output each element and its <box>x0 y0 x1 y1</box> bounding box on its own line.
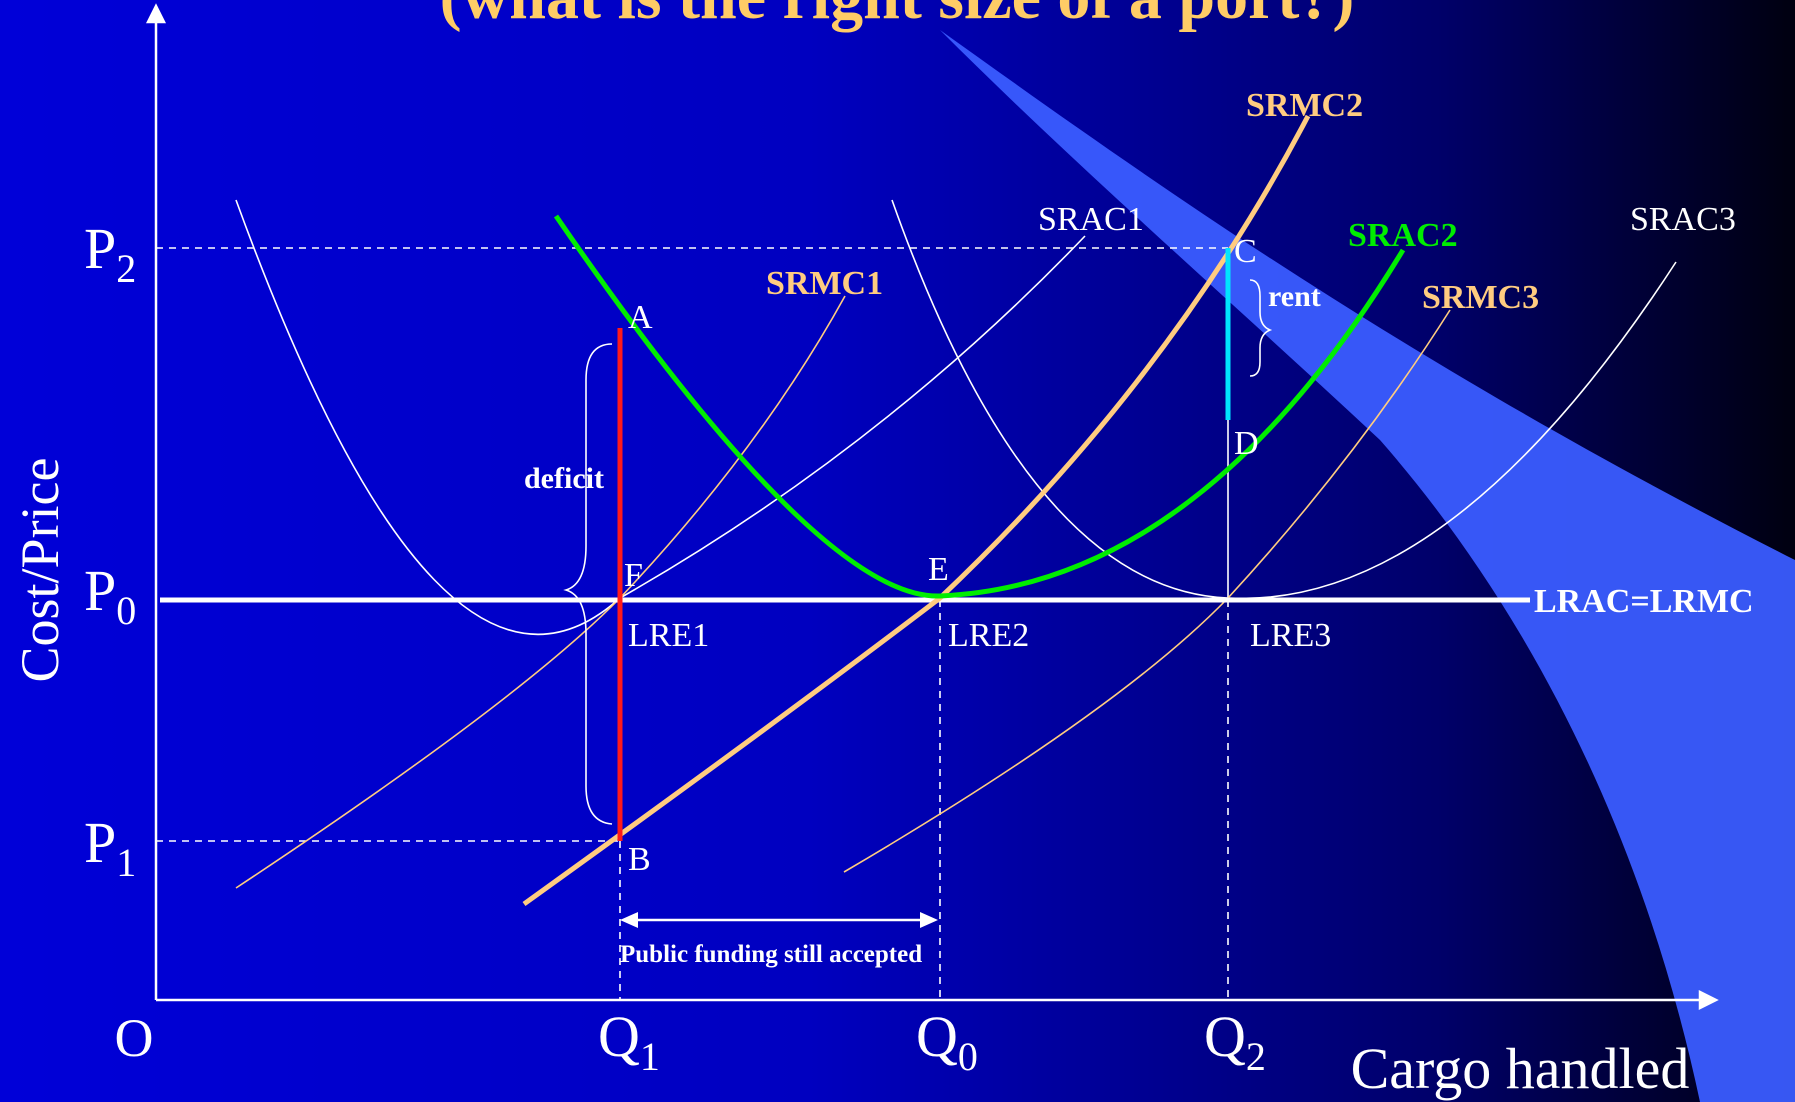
point-a: A <box>628 299 653 336</box>
srmc3-label: SRMC3 <box>1422 279 1539 316</box>
q2-label: Q2 <box>1204 1004 1266 1079</box>
guide-lines <box>156 247 1229 1000</box>
srac2-label: SRAC2 <box>1348 217 1458 254</box>
demand-band <box>940 30 1795 1102</box>
public-funding-label: Public funding still accepted <box>620 941 922 968</box>
srmc-thin-curves <box>235 295 1451 889</box>
srmc1-label: SRMC1 <box>766 265 883 302</box>
srac2-curve <box>553 214 1406 599</box>
slide-title: (what is the right size of a port?) <box>440 0 1355 33</box>
point-e: E <box>928 551 949 588</box>
deficit-brace <box>563 343 613 825</box>
rent-label: rent <box>1268 280 1321 313</box>
p1-label: P1 <box>84 810 136 885</box>
point-f: F <box>624 557 643 594</box>
lre3-label: LRE3 <box>1250 617 1331 654</box>
lre2-label: LRE2 <box>948 617 1029 654</box>
lre1-label: LRE1 <box>628 617 709 654</box>
lrac-label: LRAC=LRMC <box>1534 583 1754 620</box>
q1-label: Q1 <box>598 1004 660 1079</box>
srac1-label: SRAC1 <box>1038 201 1144 238</box>
x-axis-label: Cargo handled <box>1351 1036 1690 1101</box>
srac1-curve <box>235 199 1086 636</box>
y-axis-label: Cost/Price <box>10 458 70 683</box>
rent-brace <box>1249 279 1273 377</box>
origin-label: O <box>115 1008 154 1068</box>
p2-label: P2 <box>84 216 136 291</box>
y-axis-arrow <box>145 3 167 24</box>
srmc2-label: SRMC2 <box>1246 87 1363 124</box>
point-c: C <box>1234 233 1257 270</box>
axes <box>145 3 1719 1011</box>
deficit-label: deficit <box>524 462 604 495</box>
srac3-label: SRAC3 <box>1630 201 1736 238</box>
point-b: B <box>628 841 651 878</box>
srmc1-curve <box>235 295 846 889</box>
p0-label: P0 <box>84 558 136 633</box>
point-d: D <box>1234 425 1259 462</box>
x-axis-arrow <box>1698 989 1719 1011</box>
q0-label: Q0 <box>916 1004 978 1079</box>
public-funding-arrow <box>620 912 938 928</box>
